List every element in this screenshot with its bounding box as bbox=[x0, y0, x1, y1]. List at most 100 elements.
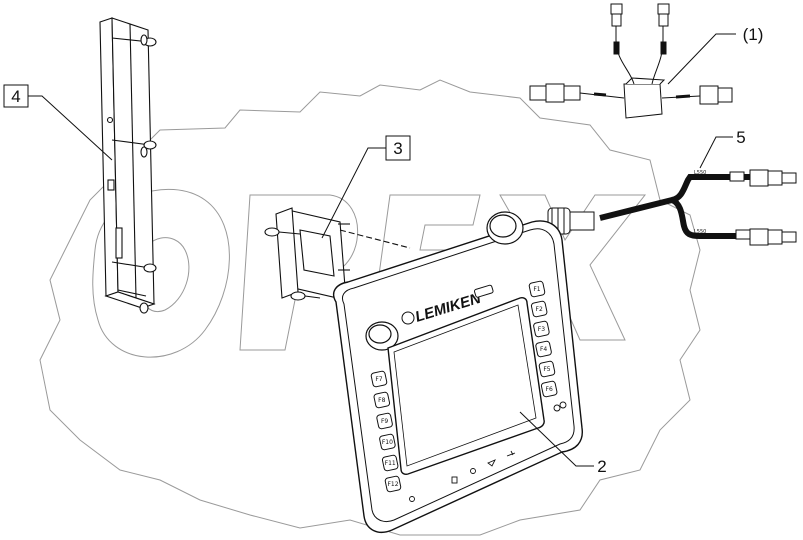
softkey-f2[interactable]: F2 bbox=[530, 300, 548, 318]
callout-4-leader bbox=[28, 95, 113, 161]
mounting-clamp bbox=[264, 207, 411, 307]
softkey-f1[interactable]: F1 bbox=[528, 280, 546, 298]
softkey-button[interactable] bbox=[384, 475, 402, 493]
harness-connector-left-body bbox=[545, 83, 565, 103]
softkey-f12[interactable]: F12 bbox=[384, 475, 402, 493]
clamp-wingnut-top bbox=[264, 227, 301, 237]
bracket-rail bbox=[99, 17, 157, 314]
softkey-label: F7 bbox=[375, 376, 382, 383]
softkey-button[interactable] bbox=[530, 300, 548, 318]
softkey-button[interactable] bbox=[379, 433, 396, 451]
terminal-sensor-icon-2 bbox=[559, 401, 567, 409]
terminal-knob-left bbox=[365, 321, 399, 351]
harness-cable-up-left bbox=[615, 10, 635, 85]
callout-3-box bbox=[385, 135, 411, 161]
softkey-label: F11 bbox=[385, 460, 396, 467]
harness-connector-left-plug bbox=[563, 85, 581, 101]
y-cable-label-lower bbox=[735, 229, 751, 240]
softkey-label: F2 bbox=[536, 306, 543, 313]
terminal-acknowledge-icon bbox=[506, 450, 516, 457]
rail-slot-long bbox=[115, 227, 123, 259]
softkey-label: F6 bbox=[546, 386, 553, 393]
softkey-f6[interactable]: F6 bbox=[540, 380, 558, 398]
softkey-f4[interactable]: F4 bbox=[535, 340, 552, 358]
callout-1-label: (1) bbox=[743, 25, 764, 44]
callout-3: 3 bbox=[321, 135, 411, 239]
softkey-button[interactable] bbox=[540, 380, 558, 398]
rail-bolt-bottom bbox=[111, 261, 157, 314]
terminal-home-icon bbox=[451, 476, 458, 484]
y-cable-plug-lower-tip bbox=[781, 231, 797, 243]
softkey-f8[interactable]: F8 bbox=[373, 391, 391, 409]
callout-2-leader bbox=[519, 411, 594, 467]
y-cable-terminal-connector bbox=[569, 211, 595, 231]
y-cable-label-upper bbox=[729, 171, 745, 182]
softkey-button[interactable] bbox=[381, 454, 399, 472]
terminal-bottom-icons bbox=[409, 401, 567, 502]
softkey-label: F8 bbox=[378, 397, 385, 404]
callout-3-leader bbox=[321, 147, 386, 239]
softkey-f5[interactable]: F5 bbox=[538, 360, 556, 378]
softkey-button[interactable] bbox=[535, 340, 552, 358]
softkey-button[interactable] bbox=[373, 391, 391, 409]
callout-5-label: 5 bbox=[736, 128, 745, 147]
watermark-letter-o bbox=[92, 188, 230, 358]
softkey-button[interactable] bbox=[533, 320, 550, 338]
terminal-screen-inner bbox=[393, 304, 537, 467]
softkey-label: F3 bbox=[538, 326, 545, 333]
clamp-wingnut-bottom bbox=[290, 291, 321, 301]
rail-inner-edge bbox=[129, 23, 137, 299]
softkey-f11[interactable]: F11 bbox=[381, 454, 399, 472]
harness-cable-up-right bbox=[651, 10, 664, 85]
y-cable: L550 L550 bbox=[547, 169, 797, 246]
y-cable-trunk bbox=[599, 174, 750, 221]
softkey-f9[interactable]: F9 bbox=[376, 412, 393, 430]
terminal-power-icon bbox=[409, 496, 415, 502]
softkey-label: F1 bbox=[533, 286, 540, 293]
clamp-jaw bbox=[299, 229, 335, 277]
softkey-f7[interactable]: F7 bbox=[370, 370, 388, 388]
softkey-f3[interactable]: F3 bbox=[533, 320, 550, 338]
terminal-knob-top bbox=[486, 211, 524, 245]
callout-3-label: 3 bbox=[393, 139, 402, 158]
softkey-label: F12 bbox=[387, 481, 398, 488]
harness-label-left bbox=[593, 92, 607, 97]
y-cable-text-upper: L550 bbox=[694, 170, 706, 176]
terminal-sensor-icon bbox=[553, 404, 561, 412]
softkey-button[interactable] bbox=[538, 360, 556, 378]
y-cable-branch-lower bbox=[670, 197, 750, 239]
callout-5: 5 bbox=[699, 128, 746, 169]
harness-label-right bbox=[675, 94, 691, 99]
softkey-f10[interactable]: F10 bbox=[379, 433, 396, 451]
harness-plug-top-right bbox=[658, 13, 669, 27]
y-cable-plug-lower bbox=[749, 228, 769, 246]
terminal-usb-port bbox=[473, 284, 494, 298]
softkey-button[interactable] bbox=[528, 280, 546, 298]
softkey-label: F9 bbox=[381, 418, 388, 425]
softkey-label: F10 bbox=[382, 439, 393, 446]
harness-connector-top-left bbox=[610, 3, 623, 15]
softkey-button[interactable] bbox=[370, 370, 388, 388]
callout-2: 2 bbox=[519, 411, 607, 476]
harness-plug-top-left bbox=[611, 13, 622, 27]
harness-label-top-right bbox=[660, 41, 667, 55]
rail-slot bbox=[107, 179, 115, 191]
harness-junction-box bbox=[623, 83, 663, 119]
terminal-arrow-icon bbox=[487, 459, 496, 467]
y-cable-plug-upper-tip bbox=[781, 172, 797, 184]
callout-4-label: 4 bbox=[11, 87, 20, 106]
callout-1-leader bbox=[667, 33, 736, 85]
wiring-harness bbox=[529, 3, 733, 119]
harness-label-top-left bbox=[613, 41, 620, 55]
terminal-screen bbox=[387, 297, 545, 475]
y-cable-plug-upper-cap bbox=[767, 170, 783, 186]
softkey-button[interactable] bbox=[376, 412, 393, 430]
rail-bolt-middle bbox=[106, 116, 157, 158]
rail-bolt-low bbox=[117, 289, 147, 297]
y-cable-plug-lower-cap bbox=[767, 229, 783, 245]
terminal-center-icon bbox=[470, 468, 476, 474]
softkey-label: F4 bbox=[540, 346, 547, 353]
